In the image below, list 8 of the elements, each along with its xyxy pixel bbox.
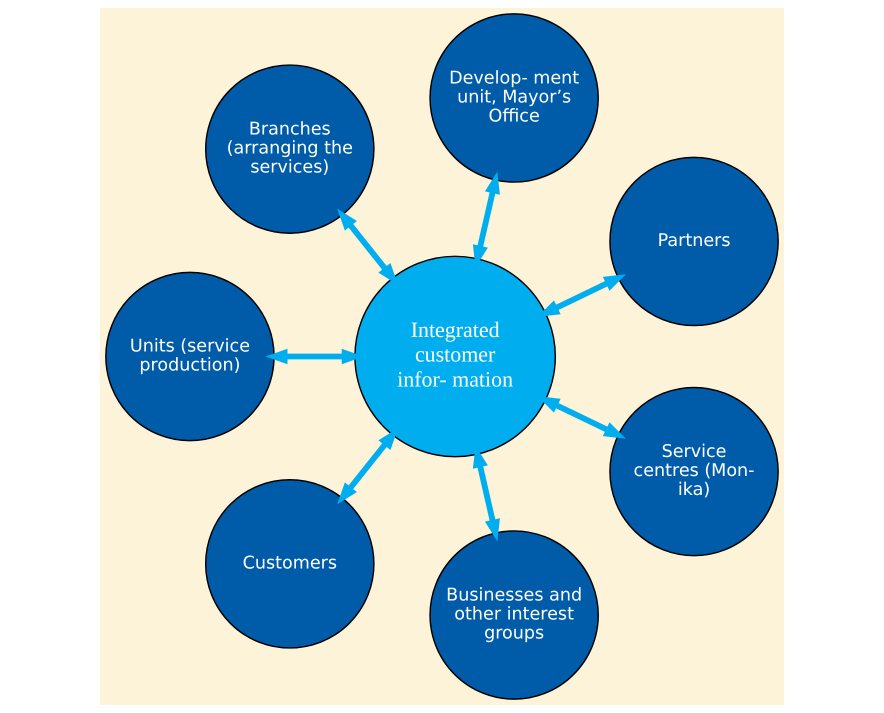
- node-circle: Integrated customer infor- mation: [354, 256, 556, 458]
- node-circle: Partners: [609, 156, 779, 326]
- node-circle: Units (service production): [105, 272, 275, 442]
- node-circle: Service centres (Mon- ika): [609, 386, 779, 556]
- node-circle: Develop- ment unit, Mayor’s Office: [429, 13, 599, 183]
- node-circle: Customers: [204, 479, 375, 649]
- node-circle: Businesses and other interest groups: [429, 530, 599, 700]
- node-circle: Branches (arranging the services): [204, 64, 375, 234]
